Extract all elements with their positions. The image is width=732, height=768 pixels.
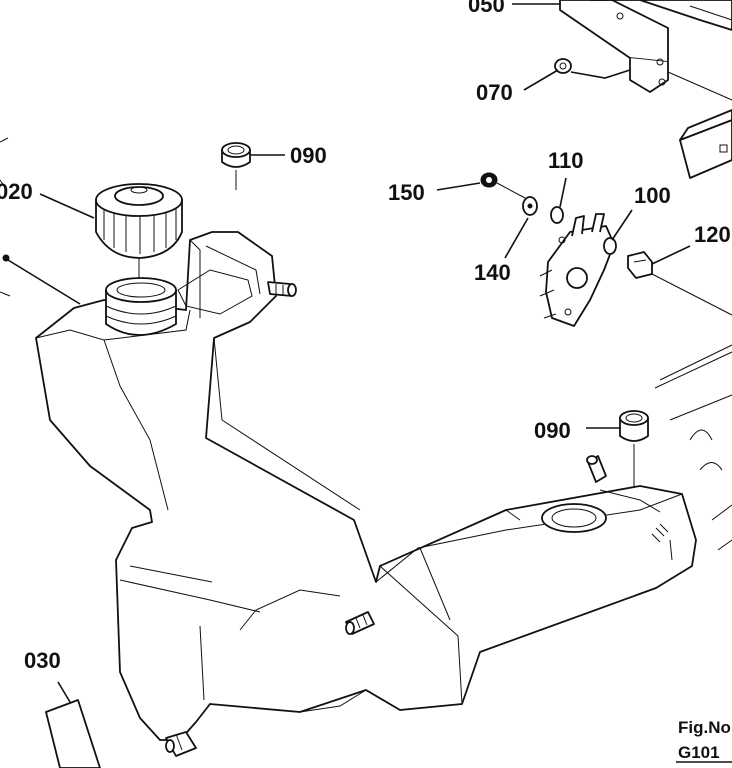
figure-number-label: Fig.No <box>678 718 731 737</box>
figure-code: G101 <box>678 743 720 762</box>
label-020: 020 <box>0 179 33 204</box>
hose-fitting-bottom <box>165 731 197 757</box>
label-030: 030 <box>24 648 61 673</box>
label-070: 070 <box>476 80 513 105</box>
connector-110 <box>550 177 567 224</box>
sender-plate-100 <box>539 209 633 327</box>
label-140: 140 <box>474 260 511 285</box>
leader-070 <box>523 69 559 91</box>
hose-fitting-upper <box>267 281 297 297</box>
strap-030 <box>45 681 101 768</box>
frame-right <box>654 109 732 551</box>
label-110: 110 <box>548 148 584 173</box>
fuel-tank <box>35 231 697 741</box>
label-120: 120 <box>694 222 731 247</box>
label-150: 150 <box>388 180 425 205</box>
nut-070 <box>554 58 631 79</box>
washer-140 <box>504 196 538 259</box>
hose-fitting-right-top <box>586 455 607 483</box>
label-090-top: 090 <box>290 143 327 168</box>
grommet-090-right <box>586 410 649 500</box>
label-050: 050 <box>468 0 505 17</box>
fuel-cap-020 <box>39 183 183 280</box>
clip-120 <box>627 245 732 316</box>
label-100: 100 <box>634 183 671 208</box>
hose-fitting-middle <box>345 611 375 635</box>
grommet-090-top <box>221 142 285 190</box>
bracket-050 <box>559 0 732 101</box>
nut-150 <box>436 172 526 199</box>
left-edge-marks <box>0 137 81 305</box>
label-090-right: 090 <box>534 418 571 443</box>
